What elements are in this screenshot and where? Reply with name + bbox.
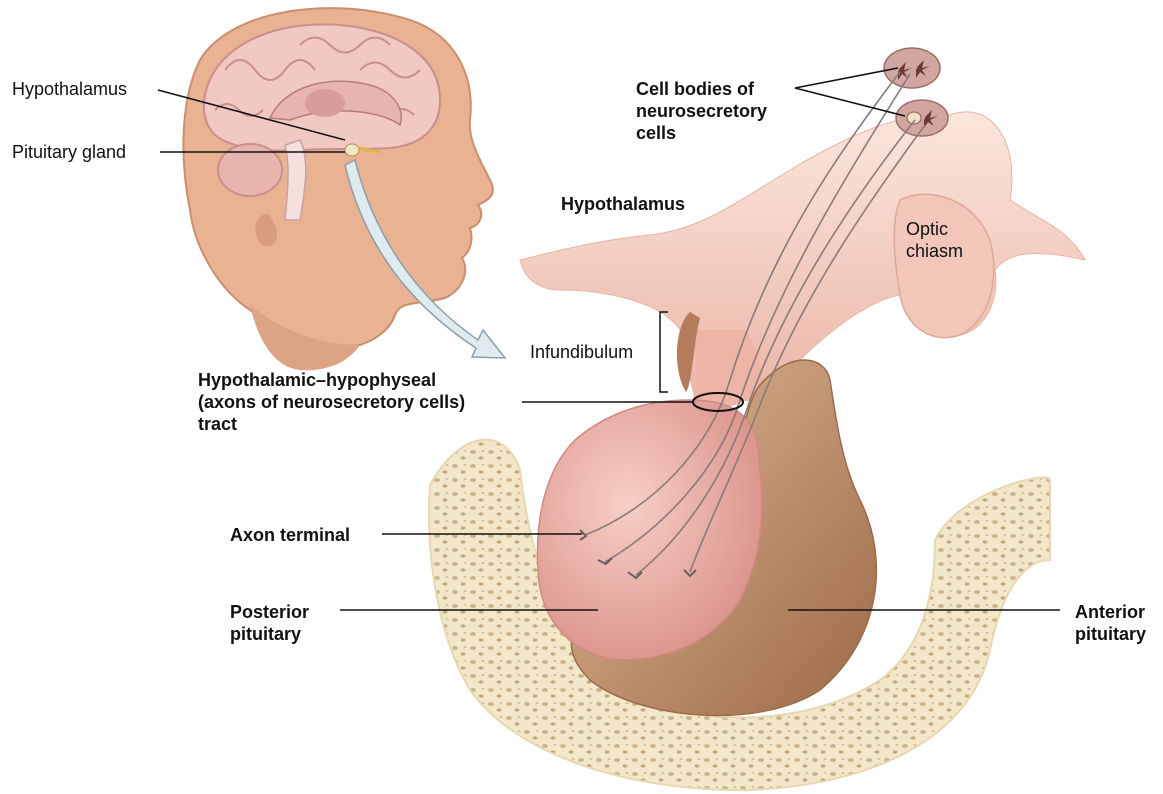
- label-tract: Hypothalamic–hypophyseal (axons of neuro…: [198, 369, 465, 435]
- label-hypothalamus-small: Hypothalamus: [12, 78, 127, 100]
- label-cell-bodies: Cell bodies of neurosecretory cells: [636, 78, 767, 144]
- thalamus: [305, 89, 345, 117]
- label-infundibulum: Infundibulum: [530, 341, 633, 363]
- magnified-view: [429, 48, 1085, 790]
- label-posterior-pituitary: Posterior pituitary: [230, 601, 309, 645]
- pituitary-small: [345, 144, 359, 156]
- label-hypothalamus: Hypothalamus: [561, 193, 685, 215]
- label-axon-terminal: Axon terminal: [230, 524, 350, 546]
- label-pituitary-gland: Pituitary gland: [12, 141, 126, 163]
- label-anterior-pituitary: Anterior pituitary: [1075, 601, 1146, 645]
- label-optic-chiasm: Optic chiasm: [906, 218, 963, 262]
- leader-cell-bodies-bottom: [795, 88, 905, 116]
- leader-cell-bodies-top: [795, 68, 898, 88]
- cell-body-bottom: [896, 100, 948, 136]
- bracket-infundibulum: [660, 312, 668, 392]
